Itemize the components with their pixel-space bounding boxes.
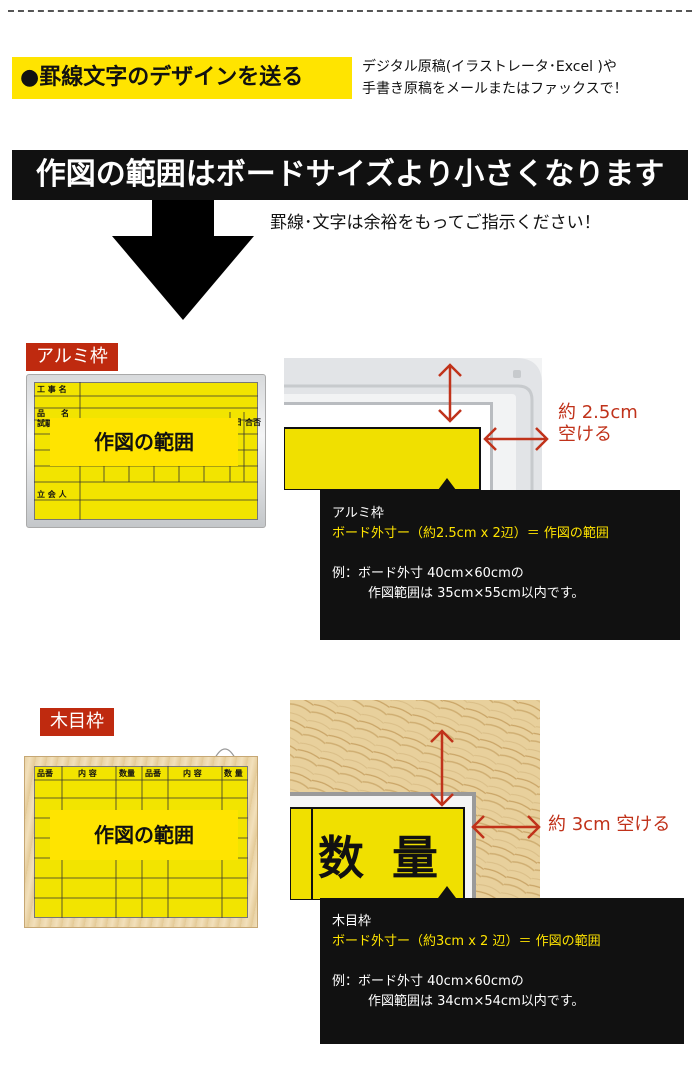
margin-advice-text: 罫線･文字は余裕をもってご指示ください！ <box>270 213 601 233</box>
aluminium-callout: アルミ枠 ボード外寸ー（約2.5cm x 2辺）＝ 作図の範囲 例：ボード外寸 … <box>320 490 680 640</box>
hanging-hook-icon <box>214 748 236 759</box>
drawing-range-label: 作図の範囲 <box>50 810 238 860</box>
board-header-cell: 数量 <box>119 769 135 778</box>
callout-example-1: 例：ボード外寸 40cm×60cmの <box>332 566 524 581</box>
vertical-margin-arrow-icon <box>430 729 454 807</box>
callout-title: アルミ枠 <box>332 506 384 521</box>
callout-title: 木目枠 <box>332 914 372 929</box>
board-cell-label: 日 <box>234 418 242 427</box>
board-header-cell: 品番 <box>37 769 53 778</box>
note-line-1: デジタル原稿(イラストレータ･Excel )や <box>362 59 617 75</box>
down-arrow-head-icon <box>112 236 254 320</box>
callout-example-2: 作図範囲は 35cm×55cm以内です。 <box>368 586 585 601</box>
board-header-cell: 内 容 <box>183 769 202 778</box>
aluminium-margin-label: 約 2.5cm 空ける <box>558 402 638 446</box>
down-arrow-icon <box>152 200 214 238</box>
horizontal-margin-arrow-icon <box>471 815 541 839</box>
wood-margin-label: 約 3cm 空ける <box>548 814 671 835</box>
vertical-margin-arrow-icon <box>438 363 462 423</box>
board-row-label: 品 名 <box>37 409 69 418</box>
wood-callout: 木目枠 ボード外寸ー（約3cm x 2 辺）＝ 作図の範囲 例：ボード外寸 40… <box>320 898 684 1044</box>
margin-label-line-2: 空ける <box>558 424 612 445</box>
board-header-cell: 品番 <box>145 769 161 778</box>
board-header-cell: 数 量 <box>224 769 243 778</box>
margin-label-line-1: 約 2.5cm <box>558 402 638 423</box>
board-cell-label: 合否 <box>245 418 261 427</box>
aluminium-corner-zoom <box>284 358 542 490</box>
aluminium-frame-label: アルミ枠 <box>26 343 118 371</box>
board-row-label: 試験 <box>37 419 53 428</box>
callout-formula: ボード外寸ー（約3cm x 2 辺）＝ 作図の範囲 <box>332 934 601 949</box>
note-line-2: 手書き原稿をメールまたはファックスで！ <box>362 81 628 97</box>
callout-formula: ボード外寸ー（約2.5cm x 2辺）＝ 作図の範囲 <box>332 526 609 541</box>
wood-corner-zoom <box>290 700 540 900</box>
drawing-range-label: 作図の範囲 <box>50 418 238 466</box>
wood-frame-label: 木目枠 <box>40 708 114 736</box>
callout-example-2: 作図範囲は 34cm×54cm以内です。 <box>368 994 585 1009</box>
board-header-cell: 内 容 <box>78 769 97 778</box>
headline-banner: 作図の範囲はボードサイズより小さくなります <box>12 150 688 200</box>
callout-pointer-icon <box>438 886 456 898</box>
section-title: ●罫線文字のデザインを送る <box>12 57 352 99</box>
board-row-label: 工 事 名 <box>37 385 67 394</box>
board-row-label: 立 会 人 <box>37 490 67 499</box>
submission-note: デジタル原稿(イラストレータ･Excel )や 手書き原稿をメールまたはファック… <box>362 56 628 100</box>
callout-example-1: 例：ボード外寸 40cm×60cmの <box>332 974 524 989</box>
horizontal-margin-arrow-icon <box>483 427 549 451</box>
dashed-divider <box>8 10 692 12</box>
callout-pointer-icon <box>438 478 456 490</box>
zoom-quantity-text: 数 量 <box>318 831 445 885</box>
